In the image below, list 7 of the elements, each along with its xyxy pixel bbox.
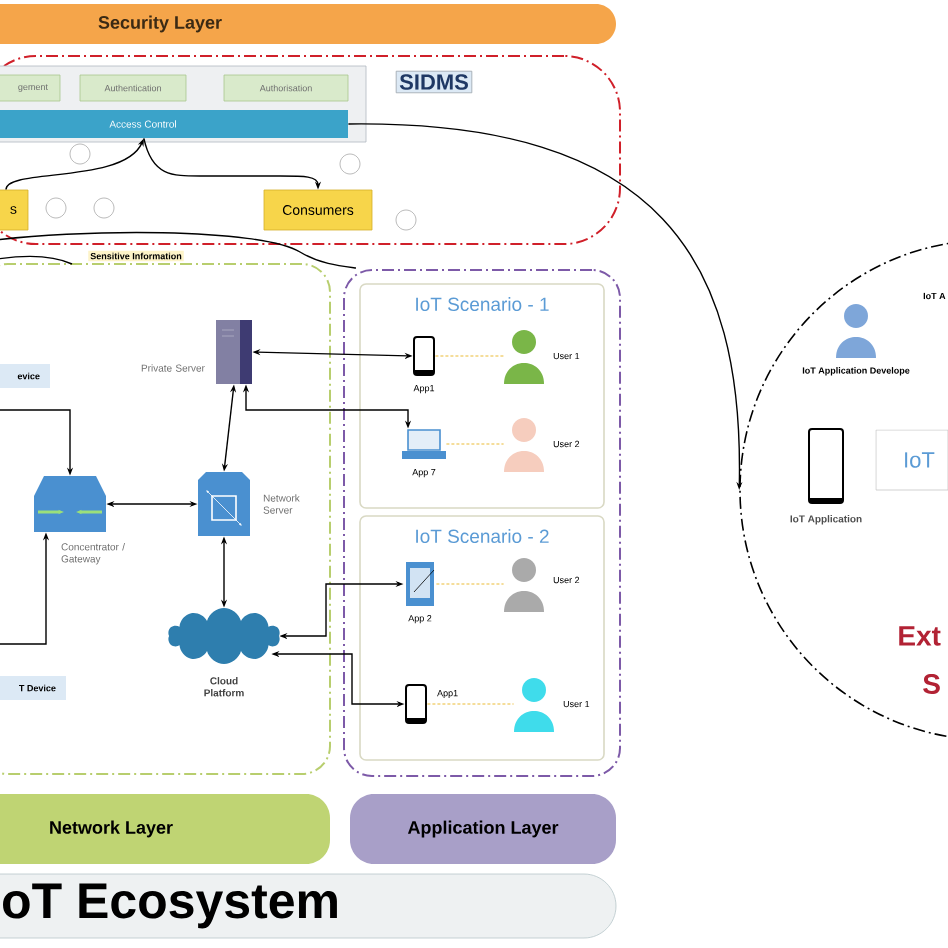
dashed-region bbox=[0, 263, 331, 775]
dashed-region bbox=[343, 269, 621, 777]
application-box: IoT bbox=[875, 429, 948, 491]
layer-band: Application Layer bbox=[350, 794, 616, 864]
layer-band: Security Layer bbox=[0, 4, 616, 44]
ecosystem-band: oT Ecosystem bbox=[0, 873, 617, 939]
layer-band: Network Layer bbox=[0, 794, 330, 864]
